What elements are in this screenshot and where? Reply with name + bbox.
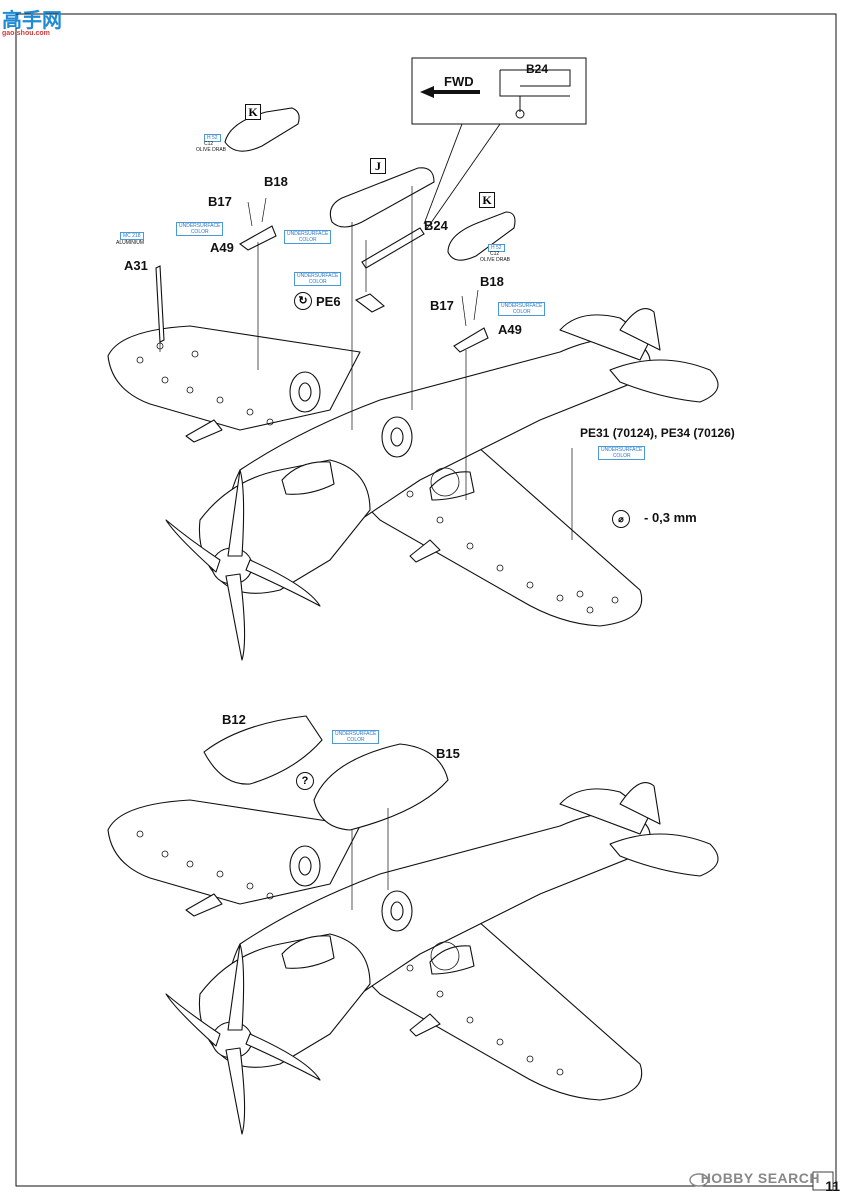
- watermark-hobbysearch: HOBBY SEARCH: [700, 1170, 820, 1186]
- paint-mc218: MC 218: [120, 232, 144, 240]
- label-b12: B12: [222, 712, 246, 727]
- paint-olive-left: OLIVE DRAB: [196, 147, 227, 153]
- label-pe6: PE6: [316, 294, 341, 309]
- part-j: J: [370, 158, 386, 174]
- paint-underside-3: UNDERSURFACE COLOR: [294, 272, 342, 286]
- paint-underside-lower: UNDERSURFACE COLOR: [332, 730, 380, 744]
- paint-h52-left: H 52: [204, 134, 221, 142]
- pe-rotate-icon: ↻: [294, 292, 312, 310]
- paint-underside-4: UNDERSURFACE COLOR: [498, 302, 546, 316]
- fwd-label: FWD: [444, 74, 474, 89]
- label-a49-left: A49: [210, 240, 234, 255]
- paint-c12-right: C12: [490, 251, 500, 257]
- upper-aircraft: [107, 308, 719, 661]
- paint-underside-2: UNDERSURFACE COLOR: [284, 230, 332, 244]
- paint-aluminium: ALUMINIUM: [116, 240, 145, 246]
- label-a31: A31: [124, 258, 148, 273]
- label-drill: - 0,3 mm: [644, 510, 697, 525]
- part-k-right: K: [479, 192, 495, 208]
- label-b18-left: B18: [264, 174, 288, 189]
- label-a49-right: A49: [498, 322, 522, 337]
- watermark-url: gao-shou.com: [2, 30, 50, 37]
- paint-h52-right: H 52: [488, 244, 505, 252]
- paint-olive-right: OLIVE DRAB: [480, 257, 511, 263]
- optional-icon: ?: [296, 772, 314, 790]
- label-b17-right: B17: [430, 298, 454, 313]
- label-b17-left: B17: [208, 194, 232, 209]
- label-b18-right: B18: [480, 274, 504, 289]
- label-b24: B24: [424, 218, 448, 233]
- paint-underside-1: UNDERSURFACE COLOR: [176, 222, 224, 236]
- watermark-logo: 高手网: [2, 8, 62, 32]
- drill-icon: ⌀: [612, 510, 630, 528]
- lower-aircraft: [107, 782, 719, 1135]
- label-pe31-pe34: PE31 (70124), PE34 (70126): [580, 426, 735, 440]
- label-b15: B15: [436, 746, 460, 761]
- paint-c12-left: C12: [204, 141, 214, 147]
- page-number: 11: [825, 1178, 840, 1194]
- part-k-left: K: [245, 104, 261, 120]
- paint-underside-5: UNDERSURFACE COLOR: [598, 446, 646, 460]
- fwd-part-b24: B24: [526, 62, 549, 76]
